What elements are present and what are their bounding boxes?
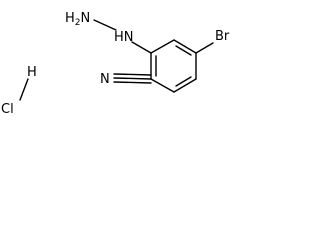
ring-double-bond-c2-c3 — [175, 45, 192, 56]
nitrile-triple-bond — [113, 73, 152, 84]
hcl-h-label: H — [27, 65, 37, 80]
ring-double-bond-c4-c5 — [175, 76, 192, 87]
bond-hn-to-nh2 — [93, 19, 117, 31]
ring-bond-c5-c6 — [150, 78, 175, 93]
bromine-label: Br — [215, 29, 230, 44]
bond-h-cl — [19, 78, 29, 101]
bond-ring-to-br — [195, 42, 214, 54]
ring-bond-c1-c2 — [150, 39, 175, 54]
bond-ring-to-hn — [131, 41, 152, 54]
chemical-structure-diagram: HN H2N N Br H Cl — [1, 11, 230, 117]
benzene-ring — [150, 39, 197, 93]
hn-label: HN — [114, 30, 134, 45]
hcl-cl-label: Cl — [1, 102, 14, 117]
h2n-label: H2N — [65, 11, 90, 28]
ring-bond-c4-c5 — [173, 78, 197, 93]
nitrile-n-label: N — [100, 72, 110, 87]
ring-bond-c2-c3 — [173, 39, 197, 54]
